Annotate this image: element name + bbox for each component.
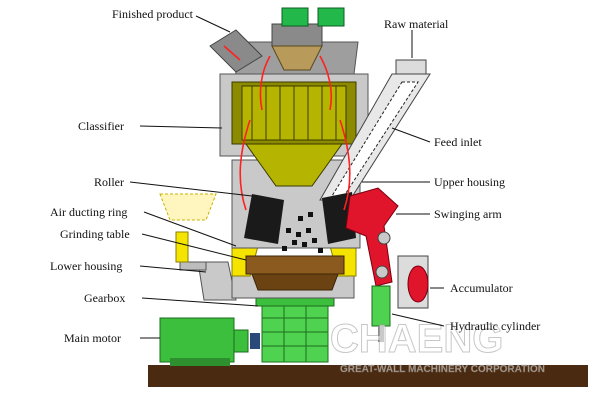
label-grinding-table: Grinding table — [60, 227, 130, 241]
label-main-motor: Main motor — [64, 331, 121, 345]
label-raw-material: Raw material — [384, 17, 449, 31]
classifier-drawing — [209, 7, 369, 187]
airflow-arrows — [223, 45, 351, 211]
roller-drawing — [244, 192, 356, 244]
label-upper-housing: Upper housing — [434, 175, 505, 189]
hydraulic-cylinder-drawing — [371, 285, 391, 342]
gearbox-drawing — [255, 295, 335, 363]
label-gearbox: Gearbox — [84, 291, 125, 305]
watermark-company: GREAT-WALL MACHINERY CORPORATION — [340, 364, 545, 375]
watermark-logo: CHAENG — [330, 317, 503, 361]
main-motor-drawing — [159, 317, 260, 366]
label-feed-inlet: Feed inlet — [434, 135, 482, 149]
label-accumulator: Accumulator — [450, 281, 513, 295]
label-lower-housing: Lower housing — [50, 259, 122, 273]
swinging-arm-drawing — [345, 187, 399, 287]
label-swinging-arm: Swinging arm — [434, 207, 502, 221]
leader-lines — [129, 15, 445, 339]
label-air-ducting-ring: Air ducting ring — [50, 205, 127, 219]
accumulator-drawing — [397, 255, 429, 309]
label-classifier: Classifier — [78, 119, 124, 133]
grinding-table-drawing — [245, 255, 345, 291]
label-finished-product: Finished product — [112, 7, 194, 21]
roller-service-ghost — [159, 193, 217, 221]
foundation-base — [148, 365, 588, 387]
watermark: CHAENG GREAT-WALL MACHINERY CORPORATION — [330, 317, 546, 376]
material-particles — [282, 212, 323, 253]
feed-chute-drawing — [319, 59, 431, 201]
label-hydraulic-cylinder: Hydraulic cylinder — [450, 319, 540, 333]
label-roller: Roller — [94, 175, 124, 189]
